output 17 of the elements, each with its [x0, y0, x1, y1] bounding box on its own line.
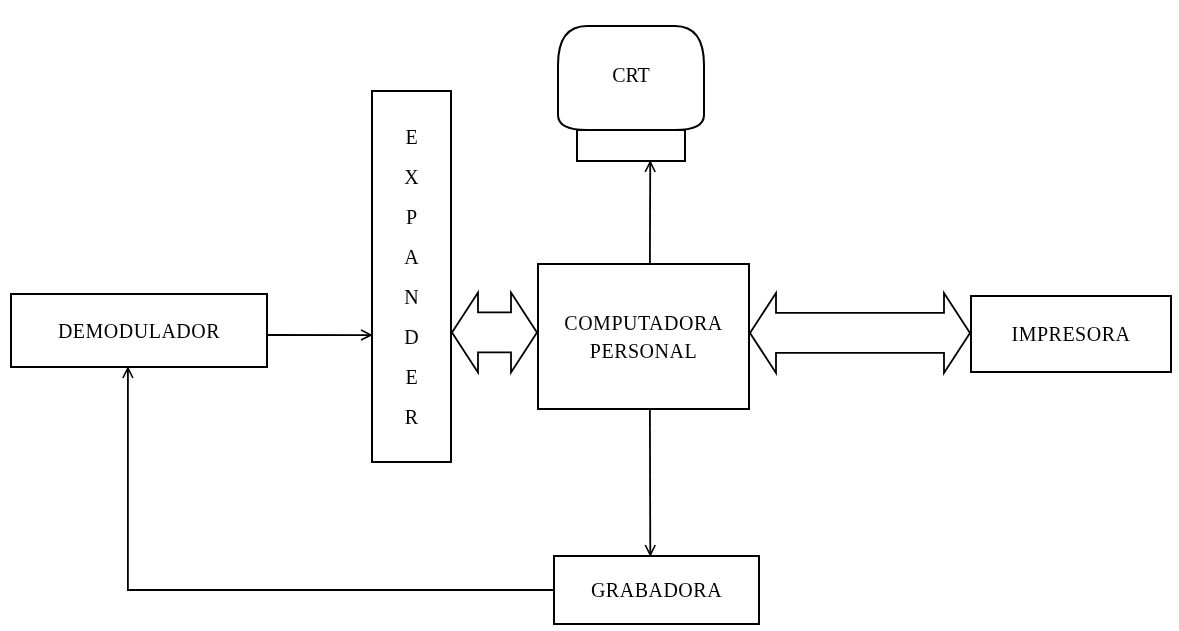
double-arrow — [748, 289, 972, 376]
process-box — [553, 555, 760, 625]
node-label: EXPANDER — [403, 124, 420, 430]
arrow — [267, 329, 372, 341]
process-box — [10, 293, 268, 368]
process-box — [537, 263, 750, 410]
process-box — [371, 90, 452, 463]
arrow — [644, 409, 657, 556]
node-label: COMPUTADORA PERSONAL — [563, 310, 724, 364]
process-box — [970, 295, 1172, 373]
arrow — [122, 367, 554, 591]
node-label: GRABADORA — [590, 578, 723, 603]
node-label: IMPRESORA — [1011, 322, 1131, 347]
node-label: CRT — [612, 63, 650, 88]
double-arrow — [450, 289, 539, 376]
node-label: DEMODULADOR — [57, 318, 221, 344]
arrow — [644, 161, 656, 264]
